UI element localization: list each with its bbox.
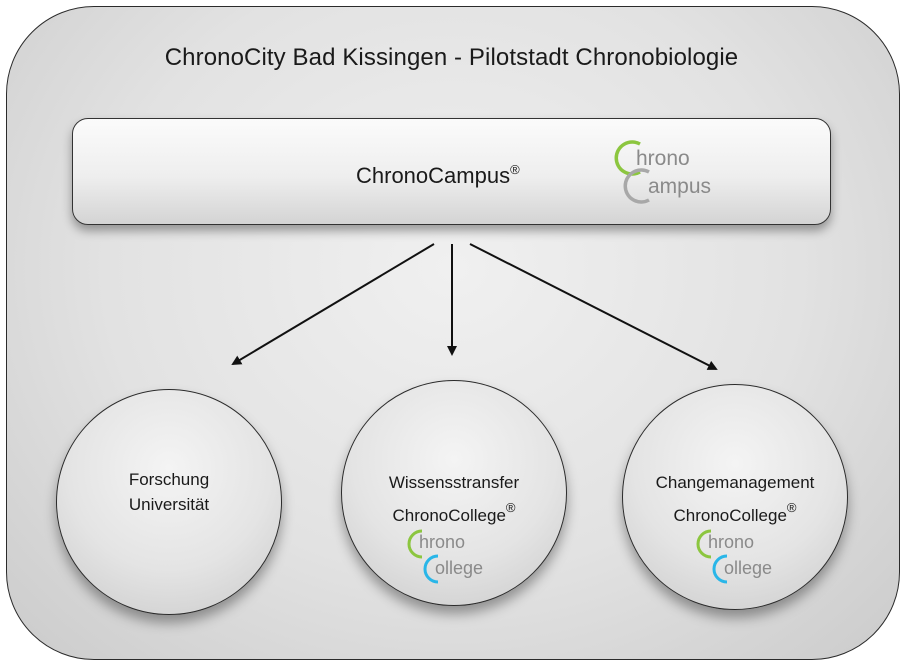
registered-mark: ® [786,500,797,515]
node-line1: Forschung [128,470,210,489]
chronocollege-logo-text-1: hrono [708,532,755,552]
node-line1: Changemanagement [655,473,815,492]
chronocollege-logo: hrono ollege [400,526,520,588]
node-line1: Wissensstransfer [388,473,520,492]
node-wissensstransfer-circle [341,380,567,606]
chronocollege-logo: hrono ollege [689,526,809,588]
node-wissensstransfer-text: Wissensstransfer ChronoCollege® [339,470,569,528]
chronocollege-logo-text-2: ollege [435,558,484,578]
chronocampus-name: ChronoCampus [356,163,511,188]
node-line2-label: ChronoCollege [673,506,787,525]
logo-green-arc [407,529,423,559]
arrow-to-changemanagement [469,243,718,370]
logo-grey-arc [623,168,650,204]
node-line2: ChronoCollege® [339,495,569,528]
chronocollege-logo-rings [696,529,728,584]
logo-blue-arc [712,554,728,584]
chronocollege-logo-text-2: ollege [724,558,773,578]
chronocampus-label: ChronoCampus® [356,162,520,189]
node-line2: Universität [128,495,210,514]
node-changemanagement-circle [622,384,848,610]
node-forschung-circle [56,389,282,615]
registered-mark: ® [505,500,516,515]
arrow-to-forschung [231,243,435,366]
registered-mark: ® [510,162,520,177]
logo-blue-arc [423,554,439,584]
logo-green-arc [696,529,712,559]
diagram-title: ChronoCity Bad Kissingen - Pilotstadt Ch… [164,44,739,71]
node-changemanagement-text: Changemanagement ChronoCollege® [620,470,850,528]
chronocollege-logo-text-1: hrono [419,532,466,552]
chronocampus-logo: hrono ampus [612,137,752,209]
chronocollege-logo-rings [407,529,439,584]
chronocampus-box [72,118,831,225]
chronocampus-logo-text-1: hrono [636,147,690,170]
node-line2: ChronoCollege® [620,495,850,528]
node-forschung-text: Forschung Universität [54,467,284,517]
chronocampus-logo-rings [614,140,650,204]
chronocampus-logo-text-2: ampus [648,175,712,198]
node-line2-label: ChronoCollege [392,506,506,525]
